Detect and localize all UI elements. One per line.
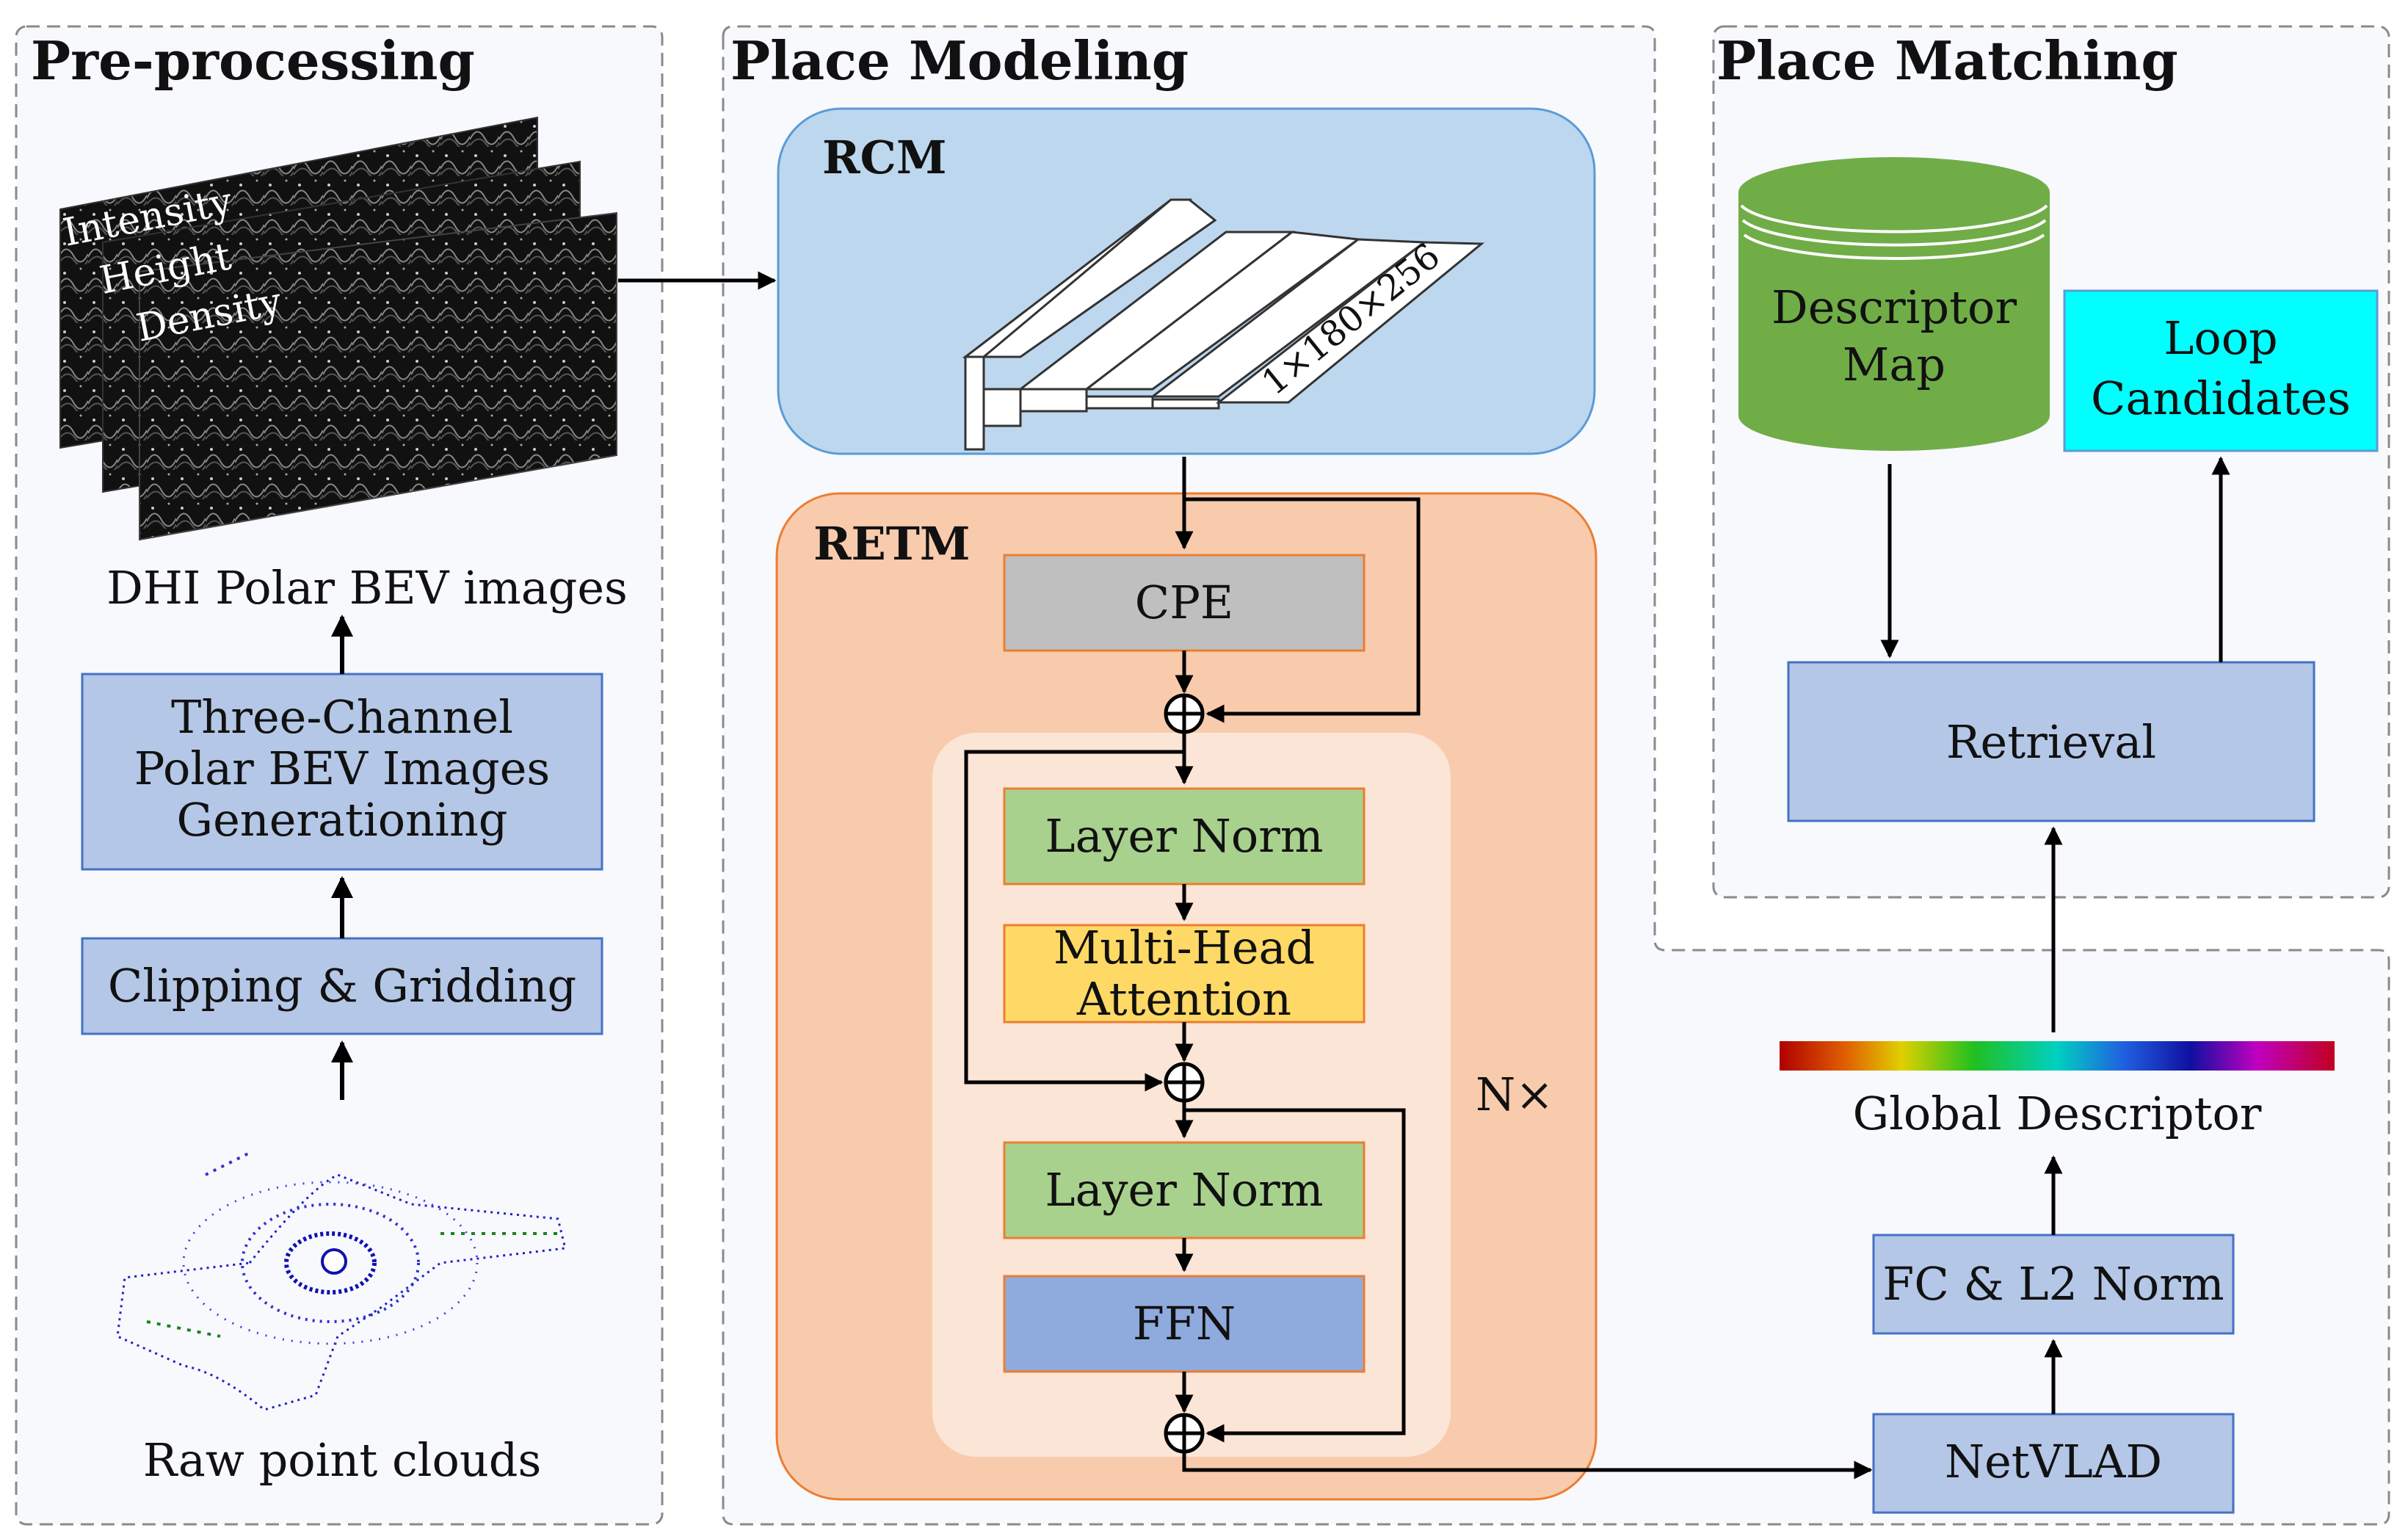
descriptor-map-database-icon: Descriptor Map [1738, 157, 2050, 451]
retm-label: RETM [813, 517, 971, 571]
retrieval-label: Retrieval [1946, 715, 2156, 769]
bev-generation-line-1: Three-Channel [171, 690, 513, 744]
fc-l2-label: FC & L2 Norm [1882, 1257, 2224, 1311]
cpe-label: CPE [1135, 576, 1233, 629]
loop-candidates-line-1: Loop [2164, 311, 2278, 365]
loop-candidates-line-2: Candidates [2091, 372, 2351, 425]
preprocessing-arrows [331, 271, 777, 1100]
cpe-box: CPE [1003, 554, 1366, 652]
layer-norm-2-label: Layer Norm [1045, 1163, 1323, 1217]
layer-norm-1-label: Layer Norm [1045, 809, 1323, 863]
matching-arrows [1880, 456, 2230, 1414]
raw-point-clouds-caption: Raw point clouds [143, 1433, 542, 1487]
ffn-label: FFN [1133, 1297, 1236, 1350]
ffn-box: FFN [1003, 1275, 1366, 1373]
netvlad-label: NetVLAD [1945, 1435, 2162, 1488]
preprocessing-title: Pre-processing [31, 29, 475, 92]
clipping-label: Clipping & Gridding [108, 959, 576, 1013]
place-matching-title: Place Matching [1716, 29, 2178, 92]
descriptor-map-line-2: Map [1843, 338, 1945, 391]
mha-box: Multi-Head Attention [1003, 921, 1366, 1026]
layer-norm-1-box: Layer Norm [1003, 787, 1366, 886]
bev-generation-line-3: Generationing [177, 793, 508, 847]
conv-feature-blocks [962, 198, 1485, 451]
retm-arrows [964, 457, 1873, 1480]
repeat-label: N× [1476, 1068, 1553, 1121]
fc-l2-box: FC & L2 Norm [1872, 1234, 2235, 1335]
bev-caption: DHI Polar BEV images [106, 561, 628, 615]
bev-generation-line-2: Polar BEV Images [134, 742, 550, 795]
clipping-box: Clipping & Gridding [81, 937, 603, 1035]
rcm-label: RCM [822, 131, 947, 184]
bev-image-stack: Intensity Height Density [59, 116, 617, 541]
mha-line-2: Attention [1076, 972, 1291, 1026]
global-descriptor-bar [1780, 1041, 2335, 1071]
bev-generation-box: Three-Channel Polar BEV Images Generatio… [81, 673, 603, 871]
loop-candidates-box: Loop Candidates [2063, 289, 2379, 452]
global-descriptor-caption: Global Descriptor [1853, 1087, 2262, 1140]
retrieval-box: Retrieval [1787, 661, 2315, 822]
mha-line-1: Multi-Head [1054, 921, 1315, 974]
netvlad-box: NetVLAD [1872, 1413, 2235, 1514]
raw-point-cloud-image [116, 1151, 567, 1411]
descriptor-map-line-1: Descriptor [1771, 280, 2017, 334]
place-modeling-title: Place Modeling [730, 29, 1189, 92]
layer-norm-2-box: Layer Norm [1003, 1141, 1366, 1239]
